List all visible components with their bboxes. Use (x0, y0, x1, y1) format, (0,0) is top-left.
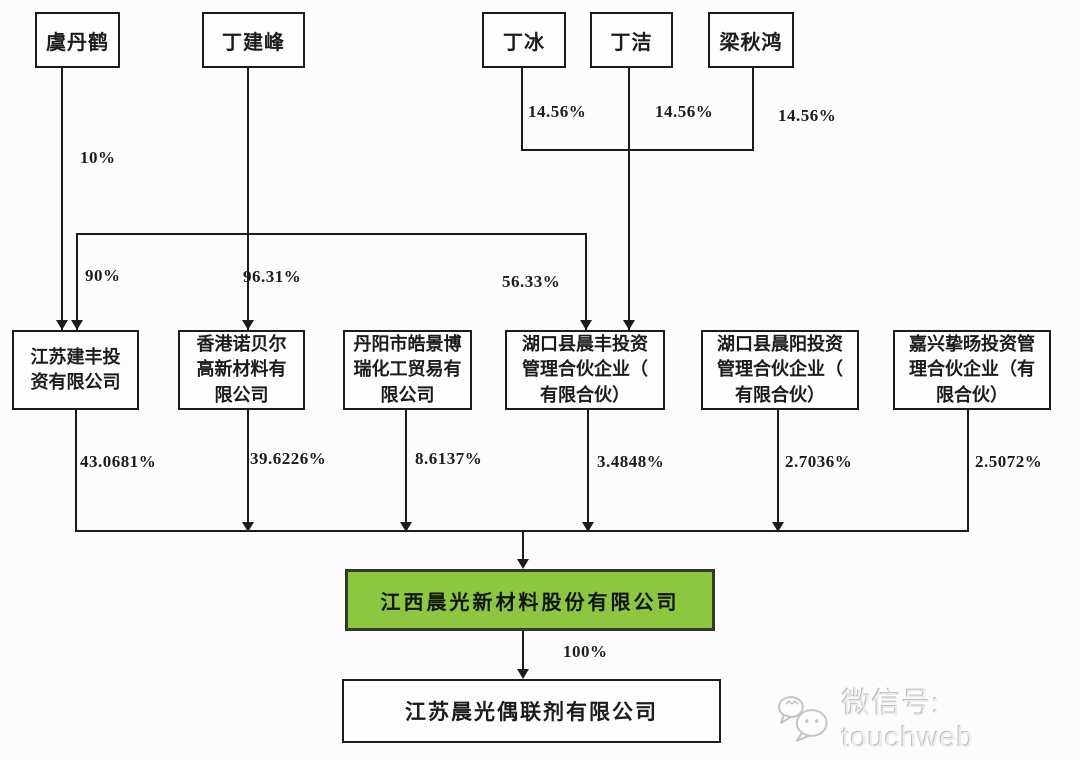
node-ding-jie: 丁洁 (590, 12, 673, 68)
node-danyang-haojingbo: 丹阳市皓景博 瑞化工贸易有 限公司 (343, 330, 472, 410)
connector-parent-to-subsidiary (522, 631, 524, 669)
connector-ding-to-nobel (247, 68, 249, 330)
arrowhead-into-nobel (242, 320, 254, 330)
pct-label-100: 100% (563, 642, 608, 661)
arrowhead-into-chenfeng-1 (580, 320, 592, 330)
connector-merge-to-parent (522, 530, 524, 560)
pct-label-10: 10% (80, 148, 116, 167)
arrowhead-into-chenfeng-2 (623, 320, 635, 330)
connector-liang-down (752, 68, 754, 151)
node-hongkong-nobel: 香港诺贝尔 高新材料有 限公司 (178, 330, 305, 410)
node-jiangxi-chenguang: 江西晨光新材料股份有限公司 (345, 569, 715, 631)
pct-label-2-7036: 2.7036% (785, 452, 853, 471)
arrowhead-merge-chenfeng (582, 522, 594, 532)
pct-label-2-5072: 2.5072% (975, 452, 1043, 471)
arrowhead-into-subsidiary (517, 669, 529, 679)
watermark-text: 微信号: touchweb (841, 688, 974, 754)
pct-label-14-56-a: 14.56% (528, 102, 587, 121)
connector-dingjie-to-chenfeng (628, 68, 630, 330)
pct-label-90: 90% (85, 266, 121, 285)
connector-danyang-down (405, 410, 407, 532)
pct-label-39-6226: 39.6226% (250, 449, 327, 468)
connector-ding-to-chenfeng (585, 233, 587, 330)
arrowhead-merge-nobel (242, 522, 254, 532)
connector-nobel-down (247, 410, 249, 532)
connector-chenyang-down (777, 410, 779, 532)
node-jiaxing-zhiyang: 嘉兴挚旸投资管 理合伙企业（有 限合伙） (893, 330, 1051, 410)
connector-ding-to-jianfengco (76, 233, 78, 330)
connector-dingbing-down (521, 68, 523, 151)
node-yu-danhe: 虞丹鹤 (35, 12, 120, 68)
connector-chenfeng-down (587, 410, 589, 532)
pct-label-96-31: 96.31% (243, 267, 302, 286)
node-liang-qiuhong: 梁秋鸿 (708, 12, 794, 68)
node-hukou-chenfeng: 湖口县晨丰投资 管理合伙企业（ 有限合伙） (505, 330, 665, 410)
arrowhead-merge-danyang (400, 522, 412, 532)
pct-label-3-4848: 3.4848% (597, 452, 665, 471)
node-jiangsu-chenguang: 江苏晨光偶联剂有限公司 (342, 679, 721, 743)
node-ding-bing: 丁冰 (482, 12, 566, 68)
node-hukou-chenyang: 湖口县晨阳投资 管理合伙企业（ 有限合伙） (701, 330, 859, 410)
pct-label-56-33: 56.33% (502, 272, 561, 291)
arrowhead-into-parent (517, 559, 529, 569)
pct-label-14-56-b: 14.56% (655, 102, 714, 121)
pct-label-14-56-c: 14.56% (778, 106, 837, 125)
connector-jianfengco-down (75, 410, 77, 532)
node-ding-jianfeng: 丁建峰 (202, 12, 305, 68)
wechat-watermark: 微信号: touchweb (776, 680, 1080, 755)
wechat-icon (777, 695, 828, 742)
pct-label-8-6137: 8.6137% (415, 449, 483, 468)
pct-label-43-0681: 43.0681% (80, 452, 157, 471)
connector-zhiyang-down (967, 410, 969, 532)
arrowhead-merge-chenyang (772, 522, 784, 532)
connector-yu-to-jianfengco (61, 68, 63, 330)
arrowhead-into-jianfengco-1 (56, 320, 68, 330)
connector-partners-merge-bar (521, 149, 754, 151)
connector-ding-distribution-bar (76, 233, 587, 235)
node-jiangsu-jianfeng: 江苏建丰投 资有限公司 (12, 330, 139, 410)
arrowhead-into-jianfengco-2 (71, 320, 83, 330)
